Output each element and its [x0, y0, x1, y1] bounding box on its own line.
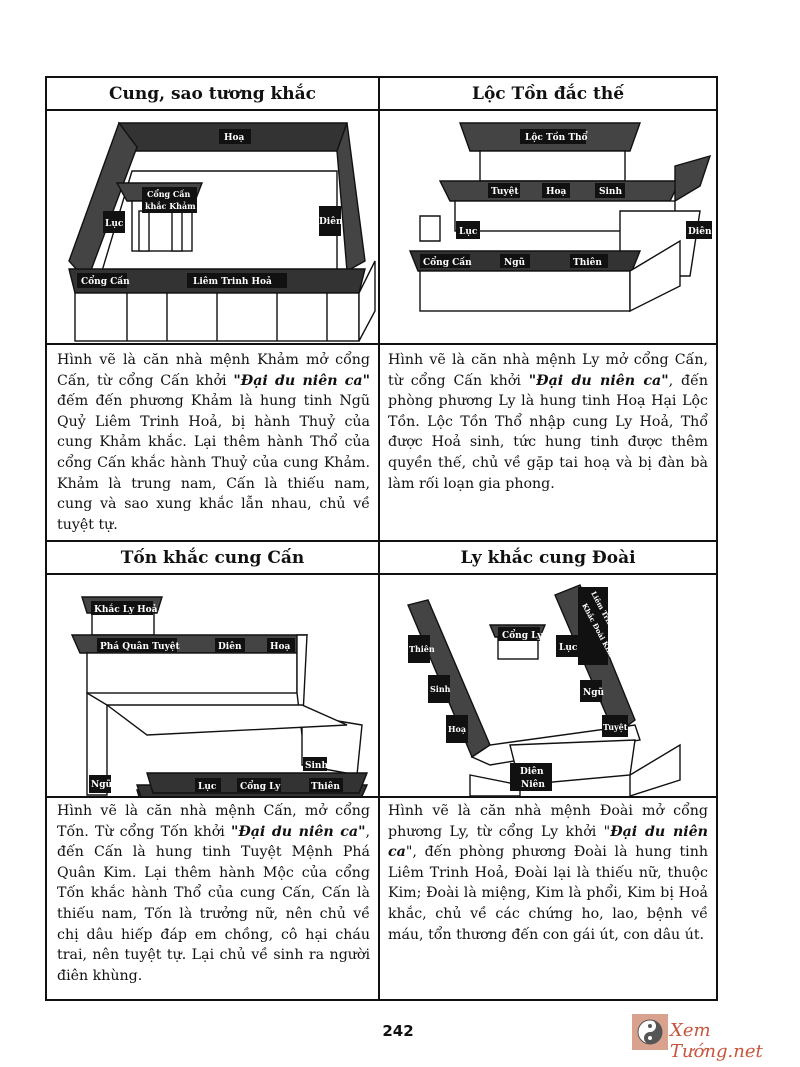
cell-4-illustration: Cổng Ly Thiên Sinh Hoạ Lục Ngũ Tuyệt Liê…	[380, 575, 716, 797]
label-thien: Thiên	[573, 257, 602, 268]
label-dien-nien: Diên	[520, 766, 544, 777]
row-divider	[47, 109, 716, 111]
desc-text: Hình vẽ là căn nhà mệnh Đoài mở cổng phư…	[388, 803, 708, 840]
label-luc: Lục	[459, 227, 478, 237]
feng-shui-table: Cung, sao tương khắc Lộc Tồn đắc thế Tốn…	[45, 76, 718, 1001]
house-illustration: Cổng Ly Thiên Sinh Hoạ Lục Ngũ Tuyệt Liê…	[407, 584, 681, 797]
label-cong-can-khac-kham: Cổng Cấn	[147, 189, 190, 199]
desc-text: , đến Cấn là hung tinh Tuyệt Mệnh Phá Qu…	[57, 823, 370, 984]
row-divider	[47, 796, 716, 798]
section-title: Cung, sao tương khắc	[108, 84, 317, 104]
label-hoa: Hoạ	[270, 642, 291, 652]
desc-text: , đến phòng phương Ly là hung tinh Hoạ H…	[388, 372, 708, 492]
label-hoa: Hoạ	[224, 133, 245, 143]
cell-2-illustration: Lộc Tồn Thổ Tuyệt Hoạ Sinh Lục Diên Cổng…	[380, 111, 716, 343]
page-number: 242	[382, 1022, 414, 1040]
label-cong-ly: Cổng Ly	[502, 629, 543, 641]
desc-text: Hình vẽ là căn nhà mệnh Khảm mở cổng Cấn…	[57, 352, 370, 389]
label-hoa: Hoạ	[448, 724, 466, 734]
cell-1-illustration: Hoạ Cổng Cấn khắc Khảm Lục Diên Cổng Cấn…	[47, 111, 378, 343]
label-ngu: Ngũ	[504, 257, 526, 268]
desc-text: Hình vẽ là căn nhà mệnh Cấn, mở cổng Tốn…	[57, 803, 370, 840]
cell-2-description: Hình vẽ là căn nhà mệnh Ly mở cổng Cấn, …	[388, 350, 708, 494]
label-cong-can-khac-kham: khắc Khảm	[145, 201, 196, 211]
section-title: Tốn khắc cung Cấn	[120, 548, 305, 568]
cell-3-description: Hình vẽ là căn nhà mệnh Cấn, mở cổng Tốn…	[57, 801, 370, 986]
label-sinh: Sinh	[430, 684, 451, 694]
label-sinh: Sinh	[599, 187, 622, 197]
desc-text: Hình vẽ là căn nhà mệnh Ly mở cổng Cấn, …	[388, 352, 708, 389]
label-thien: Thiên	[409, 644, 435, 654]
label-cong-can: Cổng Cấn	[423, 256, 472, 268]
desc-emphasis: "Đại du niên ca"	[233, 372, 370, 389]
house-illustration: Hoạ Cổng Cấn khắc Khảm Lục Diên Cổng Cấn…	[68, 121, 376, 342]
watermark-text: Xem Tướng.net	[670, 1020, 763, 1062]
label-dien: Diên	[688, 226, 712, 237]
cell-4-description: Hình vẽ là căn nhà mệnh Đoài mở cổng phư…	[388, 801, 708, 945]
cell-1-description: Hình vẽ là căn nhà mệnh Khảm mở cổng Cấn…	[57, 350, 370, 535]
label-ngu: Ngũ	[583, 687, 605, 698]
yin-yang-icon	[632, 1014, 668, 1050]
cell-4-title: Ly khắc cung Đoài	[380, 543, 716, 573]
label-dien-nien: Niên	[521, 779, 545, 790]
row-divider	[47, 343, 716, 345]
label-khac-ly-hoa: Khắc Ly Hoả	[94, 603, 158, 615]
watermark-logo: Xem Tướng.net	[630, 1010, 795, 1062]
desc-emphasis: Đại du niên ca	[388, 823, 708, 861]
column-divider	[378, 78, 380, 999]
cell-1-title: Cung, sao tương khắc	[47, 78, 378, 109]
label-pha-quan-tuyet: Phá Quân Tuyệt	[100, 641, 181, 652]
house-illustration: Khắc Ly Hoả Phá Quân Tuyệt Diên Hoạ Sinh…	[70, 596, 369, 811]
cell-2-title: Lộc Tồn đắc thế	[380, 78, 716, 109]
desc-emphasis: "Đại du niên ca"	[230, 823, 366, 840]
house-illustration: Lộc Tồn Thổ Tuyệt Hoạ Sinh Lục Diên Cổng…	[408, 122, 712, 313]
label-ngu: Ngũ	[91, 779, 113, 790]
label-cong-ly: Cổng Ly	[240, 780, 281, 792]
label-sinh: Sinh	[305, 761, 328, 771]
section-title: Ly khắc cung Đoài	[460, 548, 636, 568]
label-luc: Lục	[105, 219, 124, 229]
cell-3-title: Tốn khắc cung Cấn	[47, 543, 378, 573]
cell-3-illustration: Khắc Ly Hoả Phá Quân Tuyệt Diên Hoạ Sinh…	[47, 575, 378, 811]
label-tuyet: Tuyệt	[603, 722, 628, 732]
label-dien: Diên	[319, 216, 343, 227]
label-luc: Lục	[559, 643, 578, 653]
label-loc-ton-tho: Lộc Tồn Thổ	[525, 131, 589, 143]
label-luc: Lục	[198, 782, 217, 792]
row-divider	[47, 573, 716, 575]
desc-text: đếm đến phương Khảm là hung tinh Ngũ Quỷ…	[57, 393, 370, 533]
label-dien: Diên	[218, 641, 242, 652]
label-liem-trinh-hoa: Liêm Trinh Hoả	[193, 276, 272, 287]
desc-text: ", đến phòng phương Đoài là hung tinh Li…	[388, 844, 708, 943]
label-thien: Thiên	[311, 781, 340, 792]
row-divider	[47, 540, 716, 542]
section-title: Lộc Tồn đắc thế	[471, 84, 625, 104]
desc-emphasis: "Đại du niên ca"	[528, 372, 669, 389]
label-tuyet: Tuyệt	[491, 186, 519, 197]
label-hoa: Hoạ	[546, 187, 567, 197]
label-cong-can: Cổng Cấn	[81, 275, 130, 287]
